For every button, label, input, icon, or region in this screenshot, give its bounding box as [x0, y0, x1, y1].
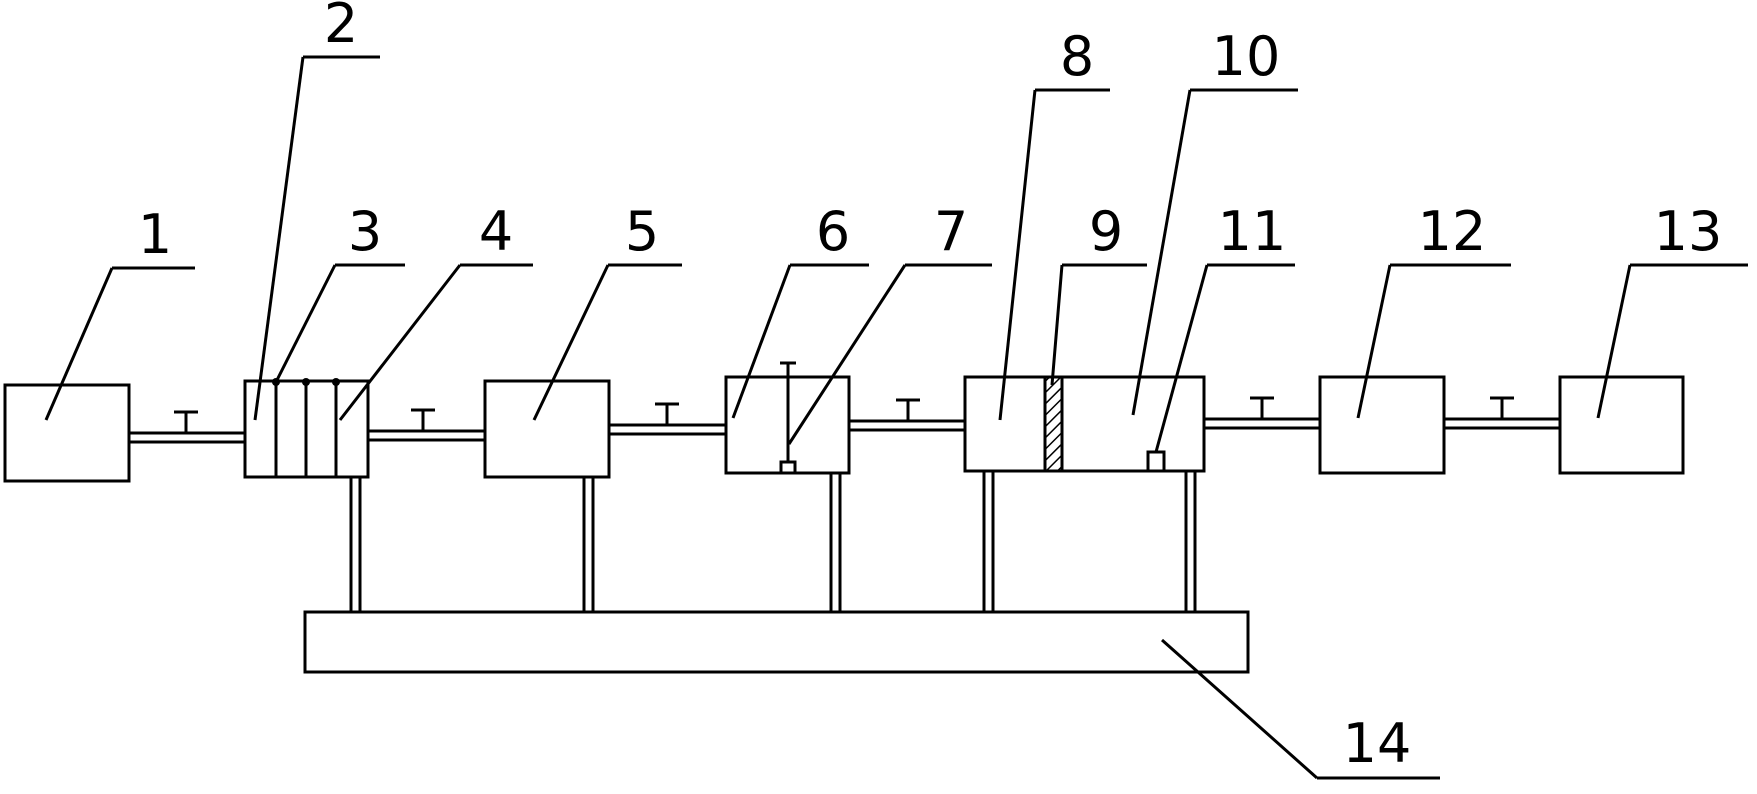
label-5: 5: [625, 200, 659, 263]
label-2: 2: [324, 0, 358, 55]
label-7: 7: [934, 200, 968, 263]
unit-5-box: [483, 379, 611, 479]
label-3: 3: [348, 200, 382, 263]
part-labels: 1 2 3 4 5 6 7 8 9 10 11 12 13 14: [138, 0, 1723, 775]
base-plate: [303, 610, 1250, 674]
label-13: 13: [1654, 200, 1723, 263]
label-1: 1: [138, 203, 172, 266]
support-legs: [349, 471, 1197, 612]
label-6: 6: [816, 200, 850, 263]
unit-1-box: [3, 383, 131, 483]
label-9: 9: [1089, 200, 1123, 263]
label-11: 11: [1218, 200, 1287, 263]
label-14: 14: [1343, 712, 1412, 775]
label-10: 10: [1212, 25, 1281, 88]
label-4: 4: [479, 200, 513, 263]
unit-8-11-box: [963, 375, 1206, 473]
label-12: 12: [1418, 200, 1487, 263]
valves: [174, 396, 1514, 433]
leader-lines: [44, 55, 1748, 780]
unit-13-box: [1558, 375, 1685, 475]
label-8: 8: [1060, 25, 1094, 88]
unit-12-box: [1318, 375, 1446, 475]
unit-2-4-assembly: [243, 378, 370, 479]
unit-6-7-box: [724, 361, 851, 475]
